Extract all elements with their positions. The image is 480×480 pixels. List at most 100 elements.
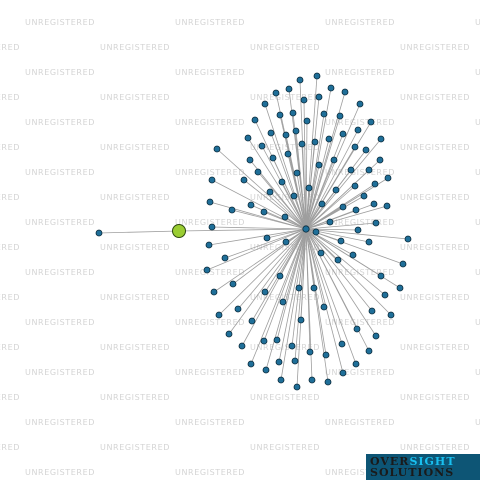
- graph-node[interactable]: [273, 336, 281, 344]
- graph-node[interactable]: [396, 284, 404, 292]
- graph-node[interactable]: [371, 180, 379, 188]
- graph-node[interactable]: [341, 88, 349, 96]
- graph-node[interactable]: [203, 266, 211, 274]
- graph-node[interactable]: [215, 311, 223, 319]
- graph-node[interactable]: [221, 254, 229, 262]
- graph-node[interactable]: [383, 202, 391, 210]
- graph-node[interactable]: [284, 150, 292, 158]
- graph-node[interactable]: [354, 126, 362, 134]
- graph-node[interactable]: [213, 145, 221, 153]
- graph-node[interactable]: [354, 226, 362, 234]
- graph-node[interactable]: [339, 130, 347, 138]
- graph-node[interactable]: [334, 256, 342, 264]
- graph-node[interactable]: [276, 111, 284, 119]
- graph-node[interactable]: [367, 118, 375, 126]
- graph-node[interactable]: [384, 174, 392, 182]
- graph-node[interactable]: [377, 135, 385, 143]
- graph-node[interactable]: [289, 109, 297, 117]
- graph-node[interactable]: [238, 342, 246, 350]
- graph-node[interactable]: [258, 142, 266, 150]
- focus-entity-node[interactable]: [172, 224, 186, 238]
- graph-node[interactable]: [372, 219, 380, 227]
- graph-node[interactable]: [324, 378, 332, 386]
- graph-node[interactable]: [272, 89, 280, 97]
- graph-node[interactable]: [332, 186, 340, 194]
- graph-node[interactable]: [315, 161, 323, 169]
- graph-node[interactable]: [404, 235, 412, 243]
- graph-node[interactable]: [247, 201, 255, 209]
- graph-node[interactable]: [225, 330, 233, 338]
- graph-node[interactable]: [229, 280, 237, 288]
- graph-node[interactable]: [320, 110, 328, 118]
- graph-node[interactable]: [308, 376, 316, 384]
- graph-node[interactable]: [362, 146, 370, 154]
- graph-node[interactable]: [370, 200, 378, 208]
- graph-node[interactable]: [277, 376, 285, 384]
- graph-node[interactable]: [352, 206, 360, 214]
- graph-node[interactable]: [303, 117, 311, 125]
- graph-node[interactable]: [339, 203, 347, 211]
- graph-node[interactable]: [208, 176, 216, 184]
- graph-node[interactable]: [325, 135, 333, 143]
- graph-node[interactable]: [290, 192, 298, 200]
- graph-node[interactable]: [291, 357, 299, 365]
- graph-node[interactable]: [260, 337, 268, 345]
- graph-node[interactable]: [298, 140, 306, 148]
- graph-node[interactable]: [353, 325, 361, 333]
- graph-node[interactable]: [279, 298, 287, 306]
- graph-node[interactable]: [312, 228, 320, 236]
- graph-node[interactable]: [282, 238, 290, 246]
- graph-node[interactable]: [305, 184, 313, 192]
- graph-node[interactable]: [288, 342, 296, 350]
- graph-node[interactable]: [282, 131, 290, 139]
- graph-node[interactable]: [246, 156, 254, 164]
- graph-node[interactable]: [365, 347, 373, 355]
- graph-node[interactable]: [376, 156, 384, 164]
- graph-node[interactable]: [261, 288, 269, 296]
- graph-node[interactable]: [377, 272, 385, 280]
- graph-node[interactable]: [263, 234, 271, 242]
- graph-node[interactable]: [327, 84, 335, 92]
- graph-node[interactable]: [352, 360, 360, 368]
- graph-node[interactable]: [248, 317, 256, 325]
- graph-node[interactable]: [399, 260, 407, 268]
- graph-node[interactable]: [260, 208, 268, 216]
- graph-node[interactable]: [297, 316, 305, 324]
- graph-node[interactable]: [351, 143, 359, 151]
- graph-node[interactable]: [313, 72, 321, 80]
- graph-node[interactable]: [365, 166, 373, 174]
- graph-node[interactable]: [267, 129, 275, 137]
- graph-node[interactable]: [300, 96, 308, 104]
- graph-node[interactable]: [381, 291, 389, 299]
- graph-node[interactable]: [326, 218, 334, 226]
- graph-node[interactable]: [244, 134, 252, 142]
- graph-node[interactable]: [293, 169, 301, 177]
- graph-node[interactable]: [310, 284, 318, 292]
- graph-node[interactable]: [351, 182, 359, 190]
- graph-node[interactable]: [356, 100, 364, 108]
- graph-node[interactable]: [205, 241, 213, 249]
- graph-node[interactable]: [330, 156, 338, 164]
- graph-node[interactable]: [251, 116, 259, 124]
- graph-node[interactable]: [338, 340, 346, 348]
- graph-node[interactable]: [336, 112, 344, 120]
- graph-node[interactable]: [339, 369, 347, 377]
- graph-node[interactable]: [368, 307, 376, 315]
- graph-node[interactable]: [347, 166, 355, 174]
- graph-node[interactable]: [276, 272, 284, 280]
- graph-node[interactable]: [293, 383, 301, 391]
- graph-node[interactable]: [95, 229, 103, 237]
- graph-node[interactable]: [372, 332, 380, 340]
- graph-node[interactable]: [295, 284, 303, 292]
- graph-node[interactable]: [360, 192, 368, 200]
- graph-node[interactable]: [281, 213, 289, 221]
- graph-node[interactable]: [269, 154, 277, 162]
- graph-node[interactable]: [349, 251, 357, 259]
- graph-node[interactable]: [320, 303, 328, 311]
- graph-node[interactable]: [247, 360, 255, 368]
- graph-node[interactable]: [266, 188, 274, 196]
- graph-node[interactable]: [317, 249, 325, 257]
- graph-node[interactable]: [262, 366, 270, 374]
- graph-node[interactable]: [315, 93, 323, 101]
- graph-node[interactable]: [285, 85, 293, 93]
